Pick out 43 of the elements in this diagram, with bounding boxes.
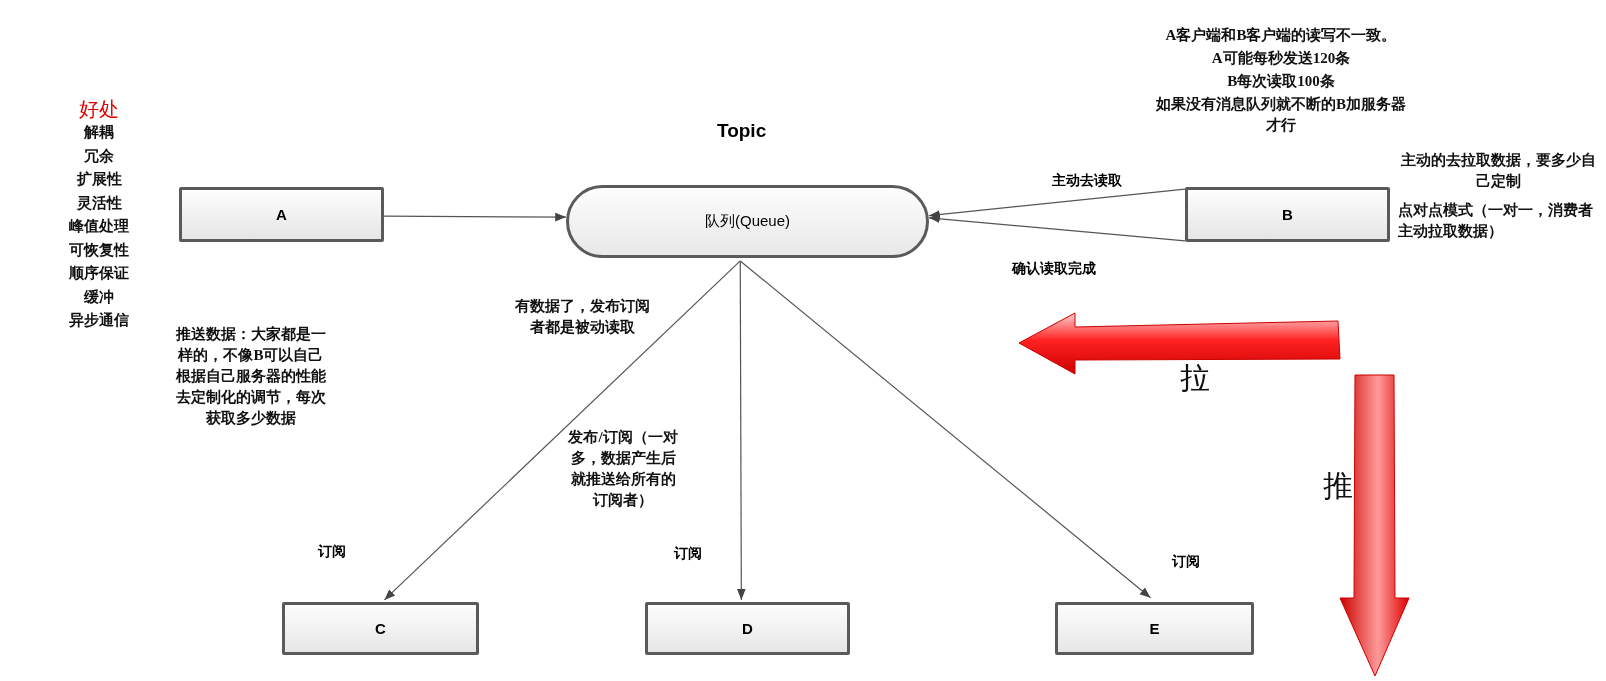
arrow xyxy=(737,260,746,601)
arrow-label: 推 xyxy=(1322,468,1354,504)
note-text: 推送数据：大家都是一样的，不像B可以自己根据自己服务器的性能去定制化的调节，每次获取多少数据 xyxy=(174,325,327,428)
arrow-label: 拉 xyxy=(1179,360,1211,396)
edge-label: 订阅 xyxy=(316,543,348,561)
node-label: E xyxy=(1149,620,1160,637)
arrow xyxy=(928,214,1186,242)
list-item: 顺序保证 xyxy=(68,264,130,283)
list-item: 灵活性 xyxy=(75,193,123,213)
process-box xyxy=(282,602,479,655)
node-label: B xyxy=(1282,206,1293,223)
note-text: A可能每秒发送120条 xyxy=(1210,49,1352,68)
arrow xyxy=(739,260,1152,599)
node-label: D xyxy=(742,620,753,637)
note-text: B每次读取100条 xyxy=(1226,72,1336,91)
edge-label: 确认读取完成 xyxy=(1010,260,1098,278)
list-item: 可恢复性 xyxy=(68,240,130,260)
note-text: 如果没有消息队列就不断的B加服务器才行 xyxy=(1155,95,1407,135)
process-box xyxy=(179,187,384,242)
section-heading: 好处 xyxy=(78,97,120,122)
process-box xyxy=(645,602,850,655)
topic-heading: Topic xyxy=(716,120,767,142)
list-item: 解耦 xyxy=(83,123,115,142)
list-item: 冗余 xyxy=(83,146,115,166)
edge-label: 主动去读取 xyxy=(1050,172,1124,190)
node-label: A xyxy=(276,206,287,223)
arrow xyxy=(928,188,1186,219)
list-item: 缓冲 xyxy=(83,287,115,307)
arrow xyxy=(383,260,741,601)
arrow xyxy=(383,212,567,222)
edge-label: 订阅 xyxy=(672,545,704,563)
node-label: 队列(Queue) xyxy=(705,212,790,231)
note-text: 主动的去拉取数据，要多少自己定制 xyxy=(1399,151,1597,191)
node-label: C xyxy=(375,620,386,637)
list-item: 峰值处理 xyxy=(68,217,130,236)
note-text: 点对点模式（一对一，消费者主动拉取数据） xyxy=(1398,201,1594,241)
edge-label: 订阅 xyxy=(1170,553,1202,571)
list-item: 扩展性 xyxy=(75,170,123,189)
list-item: 异步通信 xyxy=(68,311,130,330)
process-box xyxy=(1055,602,1254,655)
note-text: 发布/订阅（一对多，数据产生后就推送给所有的订阅者） xyxy=(568,428,678,510)
note-text: A客户端和B客户端的读写不一致。 xyxy=(1164,26,1398,45)
note-text: 有数据了，发布订阅者都是被动读取 xyxy=(514,297,651,337)
